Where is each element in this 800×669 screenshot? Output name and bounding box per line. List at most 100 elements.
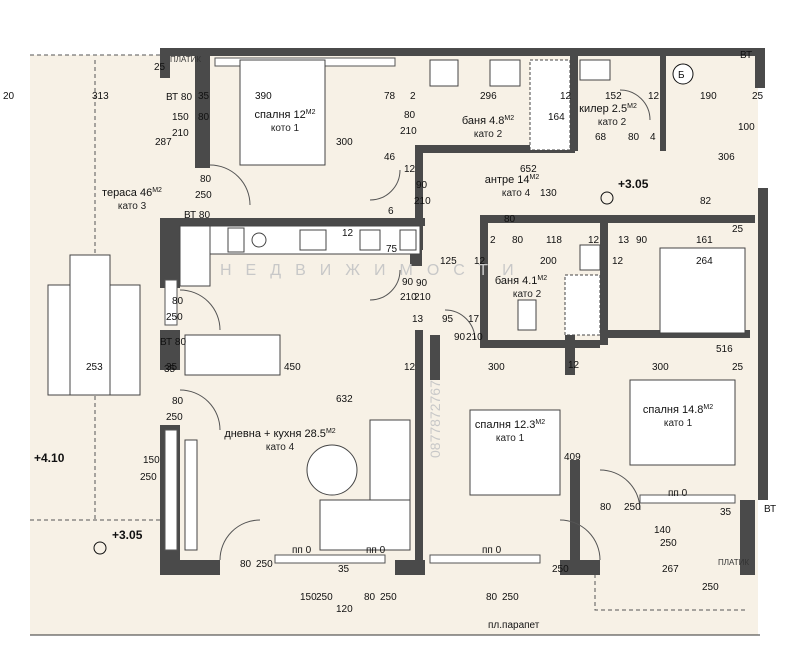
dimension-label: 12 — [612, 256, 624, 267]
dimension-label: 12 — [560, 91, 572, 102]
doors — [179, 89, 651, 561]
dimension-label: 25 — [732, 362, 744, 373]
dimension-label: 12 — [588, 235, 600, 246]
boiler-label: Б — [678, 70, 685, 81]
room-name-bedroom-1: спалня 12M2 — [254, 109, 315, 121]
walls — [160, 48, 768, 575]
room-floor-bath-2: като 2 — [513, 289, 542, 300]
dimension-label: пп 0 — [366, 545, 386, 556]
area-unit: M2 — [530, 174, 540, 181]
tag-label: ВТ 80 — [184, 210, 210, 221]
dimension-label: 150 — [172, 112, 189, 123]
dimension-label: 13 — [618, 235, 630, 246]
dimension-label: 296 — [480, 91, 497, 102]
parapet-label: пл.парапет — [488, 620, 540, 631]
room-floor-hall: като 4 — [502, 188, 531, 199]
room-floor-terrace: като 3 — [118, 201, 147, 212]
room-labels: спалня 12M2 кото 1 баня 4.8M2 като 2 кил… — [102, 103, 713, 453]
dimension-label: 210 — [400, 126, 417, 137]
area-unit: M2 — [306, 109, 316, 116]
dimension-label: 90 — [416, 180, 428, 191]
area-unit: M2 — [504, 115, 514, 122]
dimension-label: 253 — [86, 362, 103, 373]
dimension-label: 80 — [404, 110, 416, 121]
room-name-bath-2: баня 4.1M2 — [495, 275, 547, 287]
dimension-label: 264 — [696, 256, 713, 267]
dimension-label: 125 — [440, 256, 457, 267]
dimension-label: 80 — [600, 502, 612, 513]
dimension-label: 250 — [380, 592, 397, 603]
dimension-label: 150 — [143, 455, 160, 466]
tag-label: ВТ 80 — [160, 337, 186, 348]
level-living: +3.05 — [112, 528, 143, 542]
dimension-label: 120 — [336, 604, 353, 615]
room-floor-bedroom-3: като 1 — [664, 418, 693, 429]
dimension-label: 80 — [486, 592, 498, 603]
living-furniture — [47, 254, 411, 551]
area-unit: M2 — [537, 275, 547, 282]
dimension-label: 25 — [732, 224, 744, 235]
room-name-storage: килер 2.5M2 — [579, 103, 637, 115]
dimension-label: 267 — [662, 564, 679, 575]
dimension-label: 161 — [696, 235, 713, 246]
dimension-label: 118 — [546, 235, 562, 246]
level-markers: +3.05 +4.10 +3.05 — [34, 177, 649, 555]
dimension-label: 210 — [414, 196, 431, 207]
dimension-label: 17 — [468, 314, 480, 325]
area-unit: M2 — [703, 404, 713, 411]
boiler-symbol: Б — [672, 63, 694, 85]
dimension-label: 75 — [386, 244, 398, 255]
tag-label: ПЛАТИК — [718, 558, 749, 567]
dimension-label: 250 — [624, 502, 641, 513]
dimension-label: 300 — [652, 362, 669, 373]
dimension-label: 150 — [300, 592, 317, 603]
dimension-label: 210 — [400, 292, 417, 303]
dimension-label: 80 — [172, 296, 184, 307]
watermark-text: НЕДВИЖИМОСТИ — [220, 262, 528, 279]
dimension-label: 287 — [155, 137, 172, 148]
tags: ВТ 80 ВТ 80 ВТ 80 ВТ ВТ 25 35 ПЛАТИК ПЛА… — [154, 50, 776, 567]
watermark-phone: 0877872767 — [427, 380, 443, 458]
dimension-label: 210 — [172, 128, 189, 139]
dimension-label: 306 — [718, 152, 735, 163]
dimension-label: 80 — [504, 214, 516, 225]
dimension-label: 100 — [738, 122, 755, 133]
tag-label: 25 — [154, 62, 166, 73]
area-unit: M2 — [326, 428, 336, 435]
dimension-label: 632 — [336, 394, 353, 405]
dimension-label: 210 — [466, 332, 483, 343]
dimension-label: 152 — [605, 91, 622, 102]
tag-label: ВТ — [764, 504, 776, 515]
dimension-label: 80 — [240, 559, 252, 570]
dimension-label: 46 — [384, 152, 396, 163]
balcony-outline — [594, 560, 745, 611]
dimension-label: 90 — [402, 277, 414, 288]
dimension-label: 68 — [595, 132, 607, 143]
dimension-label: 200 — [540, 256, 557, 267]
kitchen-counter — [179, 225, 421, 287]
dimension-label: 35 — [720, 507, 732, 518]
level-hall: +3.05 — [618, 177, 649, 191]
dimension-label: 20 — [3, 91, 15, 102]
area-unit: M2 — [535, 419, 545, 426]
dimension-label: 164 — [548, 112, 565, 123]
dimension-label: 2 — [490, 235, 496, 246]
dimension-label: 12 — [648, 91, 660, 102]
tag-label: ПЛАТИК — [170, 55, 201, 64]
dimension-label: 4 — [650, 132, 656, 143]
dimension-label: 250 — [552, 564, 569, 575]
room-name-hall: антре 14M2 — [485, 174, 540, 186]
dimension-label: 313 — [92, 91, 109, 102]
room-floor-bath-1: като 2 — [474, 129, 503, 140]
dimension-label: 12 — [404, 164, 416, 175]
dimension-label: 250 — [166, 412, 183, 423]
dimension-label: 80 — [364, 592, 376, 603]
dimension-label: 250 — [195, 190, 212, 201]
dimension-label: 250 — [660, 538, 677, 549]
dimension-label: 78 — [384, 91, 396, 102]
dimension-label: 12 — [568, 360, 580, 371]
room-name-living: дневна + кухня 28.5M2 — [224, 428, 335, 440]
dimension-label: 80 — [198, 112, 210, 123]
dimensions: 20 313 35 390 78 2 296 12 152 12 190 25 … — [3, 91, 764, 615]
